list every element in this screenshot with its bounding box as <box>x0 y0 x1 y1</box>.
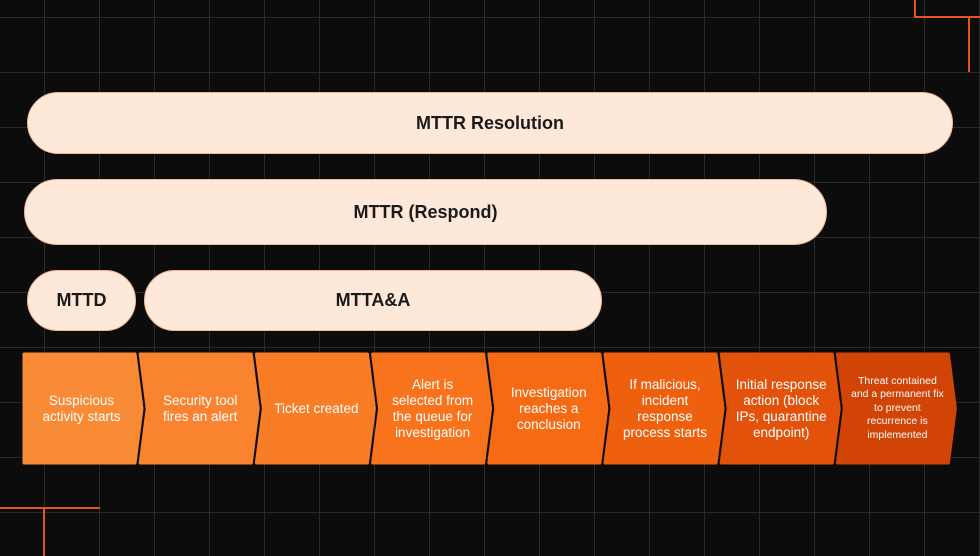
corner-accent-top-v <box>914 0 916 18</box>
process-step-label: Ticket created <box>274 400 359 416</box>
process-step-label: If malicious, incident response process … <box>622 376 708 440</box>
corner-accent-bottom-v <box>43 507 45 556</box>
corner-accent-top-h <box>914 16 980 18</box>
process-step-label: Security tool fires an alert <box>163 392 238 424</box>
process-step-shape <box>138 352 260 465</box>
process-step-label: Initial response action (block IPs, quar… <box>735 376 827 440</box>
mtta-bar: MTTA&A <box>144 270 602 331</box>
mttd-bar: MTTD <box>27 270 136 331</box>
process-step-shape <box>603 352 725 465</box>
mttr-resolution-bar: MTTR Resolution <box>27 92 953 154</box>
process-step-label: Suspicious activity starts <box>42 392 121 424</box>
process-step-shape <box>254 352 376 465</box>
process-step-shape <box>719 352 841 465</box>
process-step-shape <box>22 352 144 465</box>
process-step-label: Alert is selected from the queue for inv… <box>392 376 474 440</box>
mttd-label: MTTD <box>56 290 107 310</box>
corner-accent-bottom-h <box>0 507 100 509</box>
mttr-resolution-label: MTTR Resolution <box>416 112 564 133</box>
process-step-label: Threat contained and a permanent fix to … <box>850 374 944 441</box>
process-step-shape <box>371 352 493 465</box>
mttr-respond-label: MTTR (Respond) <box>353 201 498 222</box>
process-step-label: Investigation reaches a conclusion <box>510 384 587 432</box>
corner-accent-right-v <box>968 16 970 72</box>
process-step-shape <box>835 352 957 465</box>
mtta-label: MTTA&A <box>335 290 411 310</box>
mttr-respond-bar: MTTR (Respond) <box>24 179 827 245</box>
process-step-shape <box>487 352 609 465</box>
